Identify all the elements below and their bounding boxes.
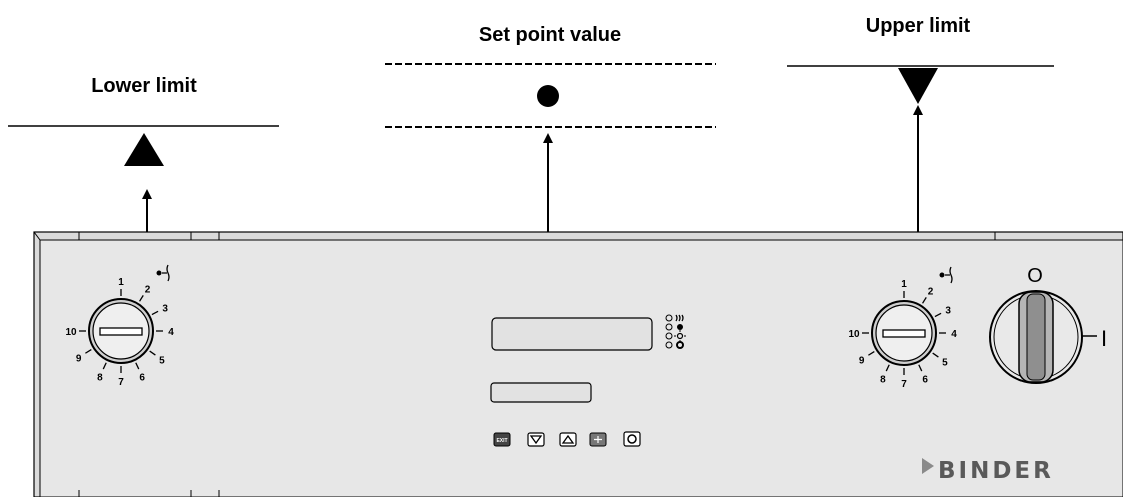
lower-dial-scale-label: 4 [168,327,174,338]
set-point-dot-icon [537,85,559,107]
lower-thermostat-icon [156,270,162,276]
upper-dial-tick [934,312,942,318]
lower-dial-scale-label: 2 [145,285,151,296]
lower-dial-scale-label: 1 [118,277,124,288]
upper-dial-scale-label: 6 [922,374,928,385]
upper-limit-label: Upper limit [866,15,971,37]
lower-dial-scale-label: 6 [139,372,145,383]
refresh-icon [627,434,637,444]
power-off-label: O [1027,265,1043,287]
control-panel [33,231,1123,497]
power-on-label: I [1101,326,1107,351]
cool-icon [676,341,684,349]
lower-dial-scale-label: 9 [76,353,82,364]
keypad: EXIT [493,431,641,447]
upper-dial-tick [918,364,923,372]
upper-dial-tick [932,352,939,358]
upper-dial-scale-label: 4 [951,329,957,340]
main-display [491,317,653,351]
up-button[interactable] [559,432,577,447]
heating-led [665,314,673,322]
upper-dial-pointer [882,329,926,338]
lower-dial-scale-label: 10 [65,327,77,338]
upper-limit-triangle-icon [898,68,938,104]
upper-dial-tick [868,350,875,356]
fan-led [665,323,673,331]
logo-arrow-icon [922,458,934,474]
upper-dial-scale-label: 3 [945,306,951,317]
lower-dial-scale-label: 7 [118,377,124,388]
upper-dial-scale-label: 2 [928,287,934,298]
lower-limit-label: Lower limit [91,75,197,97]
heat-icon [675,314,684,322]
lower-dial-tick [85,348,92,354]
lower-dial-scale-label: 8 [97,372,103,383]
lower-dial-scale-label: 3 [162,304,168,315]
indicator-leds [665,314,686,349]
lower-dial-tick [151,310,159,316]
fan-icon [594,436,602,443]
lower-dial-tick [149,350,156,356]
down-button[interactable] [527,432,545,447]
lower-dial-tick [135,362,140,370]
upper-dial-scale-label: 10 [848,329,860,340]
fan-icon [677,324,683,330]
arrow-down-icon [529,435,543,445]
cool-led [665,341,673,349]
main-power-switch[interactable]: O I [989,265,1107,384]
secondary-display [490,382,592,403]
upper-thermostat-icon [939,272,945,278]
exit-button[interactable]: EXIT [493,432,511,447]
brand-text: BINDER [938,458,1054,484]
lower-dial-tick [138,295,144,302]
upper-dial-scale-label: 9 [859,355,865,366]
binder-logo: BINDER [922,458,1054,484]
light-icon [674,330,686,342]
set-point-label: Set point value [479,24,621,46]
lower-thermostat-symbol [162,264,170,282]
exit-button-label: EXIT [496,438,507,444]
lower-dial-pointer [99,327,143,336]
light-led [665,332,673,340]
fan-button[interactable] [589,432,607,447]
upper-dial-scale-label: 7 [901,379,907,390]
lower-dial-tick [102,362,107,370]
arrow-up-icon [561,434,575,444]
lower-limit-triangle-icon [124,133,164,166]
upper-dial-tick [921,297,927,304]
upper-dial-scale-label: 5 [942,358,948,369]
lower-dial-scale-label: 5 [159,356,165,367]
upper-dial-scale-label: 1 [901,279,907,290]
cycle-button[interactable] [623,431,641,447]
upper-thermostat-symbol [945,266,953,284]
upper-dial-scale-label: 8 [880,374,886,385]
upper-dial-tick [885,364,890,372]
